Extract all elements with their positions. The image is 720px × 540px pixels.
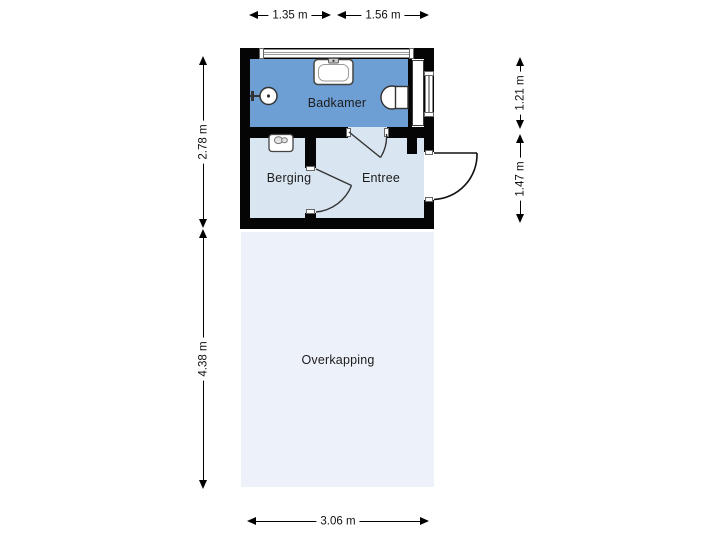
door-frame-berging-top (306, 166, 315, 171)
window-right-cap-bottom (424, 112, 434, 117)
dimension-left-lower: 4.38 m (196, 229, 211, 489)
wall-divider-upper (305, 127, 316, 168)
wall-right-lower (424, 200, 434, 229)
wall-left (240, 48, 250, 229)
room-label-entree: Entree (361, 171, 401, 185)
door-opening-badkamer (348, 127, 387, 138)
wall-stub-entree (407, 127, 417, 154)
dimension-top-left: 1.35 m (249, 8, 331, 23)
wall-mid-left (240, 127, 348, 138)
washer-icon (268, 133, 294, 153)
window-top-cap-right (409, 48, 414, 59)
wall-bottom (240, 218, 434, 229)
door-swing-badkamer (348, 131, 388, 159)
dimension-right-upper-label: 1.21 m (513, 71, 528, 115)
room-label-berging: Berging (266, 171, 312, 185)
dimension-right-lower-label: 1.47 m (513, 156, 528, 201)
dimension-left-lower-label: 4.38 m (196, 337, 211, 381)
dimension-bottom: 3.06 m (247, 514, 429, 529)
room-label-badkamer: Badkamer (307, 96, 367, 110)
dimension-right-upper: 1.21 m (513, 57, 528, 129)
dimension-top-left-label: 1.35 m (268, 8, 312, 23)
door-frame-entree-bottom (425, 197, 433, 202)
toilet-icon (380, 85, 409, 110)
door-swing-entree (433, 152, 478, 201)
bath-sill-panel (412, 60, 424, 126)
door-frame-berging-bottom (306, 209, 315, 214)
room-label-overkapping: Overkapping (301, 353, 375, 367)
room-overkapping-floor (241, 232, 434, 487)
dimension-bottom-label: 3.06 m (316, 514, 360, 529)
door-opening-entree (424, 152, 434, 200)
dimension-left-upper-label: 2.78 m (196, 120, 211, 164)
dimension-top-right-label: 1.56 m (361, 8, 405, 23)
door-opening-berging (305, 168, 316, 213)
sink-icon (313, 58, 354, 86)
dimension-left-upper: 2.78 m (196, 56, 211, 228)
door-frame-entree-top (425, 150, 433, 155)
shower-icon (250, 86, 278, 106)
window-top-cap-left (259, 48, 264, 59)
window-right-cap-top (424, 71, 434, 76)
dimension-top-right: 1.56 m (337, 8, 429, 23)
dimension-right-lower: 1.47 m (513, 134, 528, 223)
wall-bath-right-thin (408, 59, 412, 127)
wall-divider-lower (305, 213, 316, 229)
door-swing-berging (315, 168, 353, 213)
